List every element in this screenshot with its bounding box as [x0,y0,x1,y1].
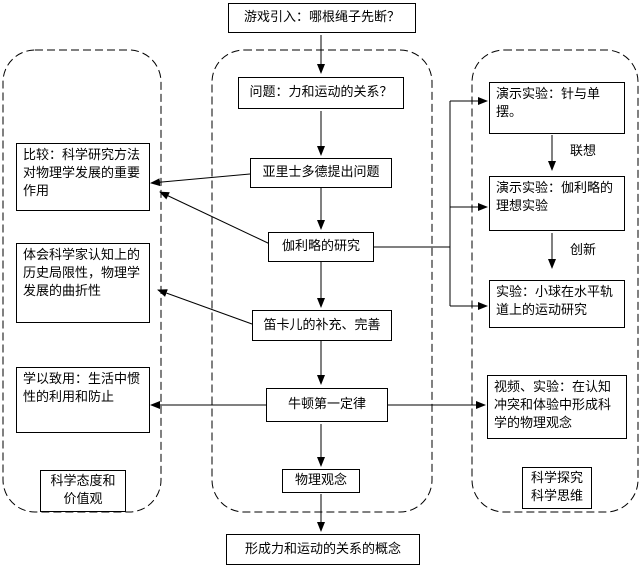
intro-box: 游戏引入：哪根绳子先断？ [228,3,416,33]
right-demo2-box: 演示实验：伽利略的理想实验 [489,176,625,231]
right-video-box: 视频、实验：在认知冲突和体验中形成科学的物理观念 [487,375,627,439]
center-group-label: 物理观念 [282,469,360,493]
right-video-text: 视频、实验：在认知冲突和体验中形成科学的物理观念 [494,380,612,431]
right-experiment-box: 实验：小球在水平轨道上的运动研究 [489,280,625,328]
descartes-box: 笛卡儿的补充、完善 [252,310,392,341]
concept-box: 形成力和运动的关系的概念 [226,534,420,565]
link-association-label: 联想 [570,143,597,161]
arrow-q2-to-left1 [150,173,251,187]
galileo-text: 伽利略的研究 [281,239,360,254]
center-group-outline [211,49,433,513]
left-group-label: 科学态度和价值观 [40,470,126,512]
link-innovation-label: 创新 [570,242,597,260]
concept-text: 形成力和运动的关系的概念 [244,541,401,557]
arrow-q4-to-left2 [157,289,253,325]
left-group-outline [2,49,162,513]
intro-text: 游戏引入：哪根绳子先断？ [243,10,400,25]
question-box: 问题：力和运动的关系？ [238,77,404,109]
aristotle-box: 亚里士多德提出问题 [250,158,392,188]
left-apply-text: 学以致用：生活中惯性的利用和防止 [23,372,141,405]
newton-text: 牛顿第一定律 [287,397,366,412]
right-experiment-text: 实验：小球在水平轨道上的运动研究 [496,285,614,318]
right-demo1-box: 演示实验：针与单摆。 [489,82,625,134]
right-group-label: 科学探究科学思维 [522,467,592,509]
left-apply-box: 学以致用：生活中惯性的利用和防止 [16,367,150,433]
left-compare-text: 比较：科学研究方法对物理学发展的重要作用 [23,148,141,199]
arrow-q3-to-left1 [159,191,271,245]
left-compare-box: 比较：科学研究方法对物理学发展的重要作用 [16,143,150,211]
aristotle-text: 亚里士多德提出问题 [262,165,380,180]
descartes-text: 笛卡儿的补充、完善 [263,317,381,333]
right-group-outline [471,49,639,513]
galileo-box: 伽利略的研究 [268,232,374,262]
left-history-box: 体会科学家认知上的历史局限性，物理学发展的曲折性 [16,243,150,323]
newton-box: 牛顿第一定律 [266,388,388,422]
left-history-text: 体会科学家认知上的历史局限性，物理学发展的曲折性 [23,248,141,299]
right-demo1-text: 演示实验：针与单摆。 [496,87,601,120]
question-text: 问题：力和运动的关系？ [249,85,393,100]
right-demo2-text: 演示实验：伽利略的理想实验 [496,181,614,214]
